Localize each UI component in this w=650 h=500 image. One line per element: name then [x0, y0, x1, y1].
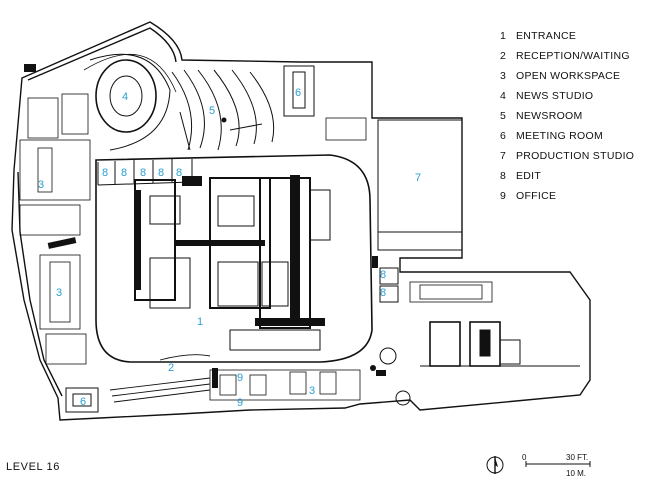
scale-zero: 0: [522, 453, 527, 462]
workspace-desks: [19, 93, 493, 401]
production-studio: [377, 119, 463, 303]
label-edit-2: 8: [121, 167, 127, 179]
label-workspace-south: 3: [309, 385, 315, 397]
label-meeting-north: 6: [295, 87, 301, 99]
news-studio: [83, 53, 177, 151]
newsroom-desks: [171, 69, 275, 151]
legend-number: 1: [500, 30, 507, 42]
building-outline: [11, 21, 591, 421]
legend-item: 6 MEETING ROOM: [500, 126, 645, 146]
legend-item: 7 PRODUCTION STUDIO: [500, 146, 645, 166]
structural-marks: [24, 64, 386, 388]
legend-label: RECEPTION/WAITING: [516, 50, 630, 62]
legend-label: NEWS STUDIO: [516, 90, 594, 102]
label-workspace-northwest: 3: [38, 179, 44, 191]
legend-item: 1 ENTRANCE: [500, 26, 645, 46]
scale-feet: 30 FT.: [566, 453, 588, 462]
legend-number: 2: [500, 50, 507, 62]
legend-item: 8 EDIT: [500, 166, 645, 186]
legend-label: ENTRANCE: [516, 30, 577, 42]
legend-item: 2 RECEPTION/WAITING: [500, 46, 645, 66]
label-office-2: 9: [237, 397, 243, 409]
legend-number: 9: [500, 190, 507, 202]
east-offices: [420, 321, 580, 367]
scale-bar: 0 30 FT. 10 M.: [522, 453, 591, 478]
edit-rooms: [97, 159, 193, 186]
legend-label: OFFICE: [516, 190, 557, 202]
label-edit-3: 8: [140, 167, 146, 179]
legend-number: 7: [500, 150, 507, 162]
legend-label: NEWSROOM: [516, 110, 583, 122]
legend-number: 3: [500, 70, 507, 82]
label-edit-1: 8: [102, 167, 108, 179]
label-edit-5: 8: [176, 167, 182, 179]
label-news-studio: 4: [122, 91, 128, 103]
legend-item: 5 NEWSROOM: [500, 106, 645, 126]
level-label: LEVEL 16: [6, 461, 60, 473]
legend: 1 ENTRANCE 2 RECEPTION/WAITING 3 OPEN WORKS…: [500, 26, 645, 206]
label-reception: 2: [168, 362, 174, 374]
label-edit-4: 8: [158, 167, 164, 179]
label-entrance: 1: [197, 316, 203, 328]
reception-area: [109, 354, 211, 403]
label-edit-7: 8: [380, 287, 386, 299]
label-edit-6: 8: [380, 269, 386, 281]
legend-label: MEETING ROOM: [516, 130, 604, 142]
legend-number: 6: [500, 130, 507, 142]
label-newsroom: 5: [209, 105, 215, 117]
legend-item: 4 NEWS STUDIO: [500, 86, 645, 106]
legend-number: 5: [500, 110, 507, 122]
north-arrow: [486, 456, 504, 474]
label-meeting-southwest: 6: [80, 396, 86, 408]
legend-item: 3 OPEN WORKSPACE: [500, 66, 645, 86]
room-labels: 4 5 6 3 3 3 8 8 8 8 8 8 8 7 1 2 9 9 6: [38, 87, 421, 409]
meeting-rooms: [65, 65, 411, 413]
label-production-studio: 7: [415, 172, 421, 184]
scale-meters: 10 M.: [566, 469, 586, 478]
legend-label: OPEN WORKSPACE: [516, 70, 621, 82]
label-office-1: 9: [237, 372, 243, 384]
legend-label: EDIT: [516, 170, 542, 182]
building-core: [95, 154, 373, 363]
legend-number: 8: [500, 170, 507, 182]
legend-number: 4: [500, 90, 507, 102]
legend-label: PRODUCTION STUDIO: [516, 150, 635, 162]
label-workspace-west: 3: [56, 287, 62, 299]
legend-item: 9 OFFICE: [500, 186, 645, 206]
